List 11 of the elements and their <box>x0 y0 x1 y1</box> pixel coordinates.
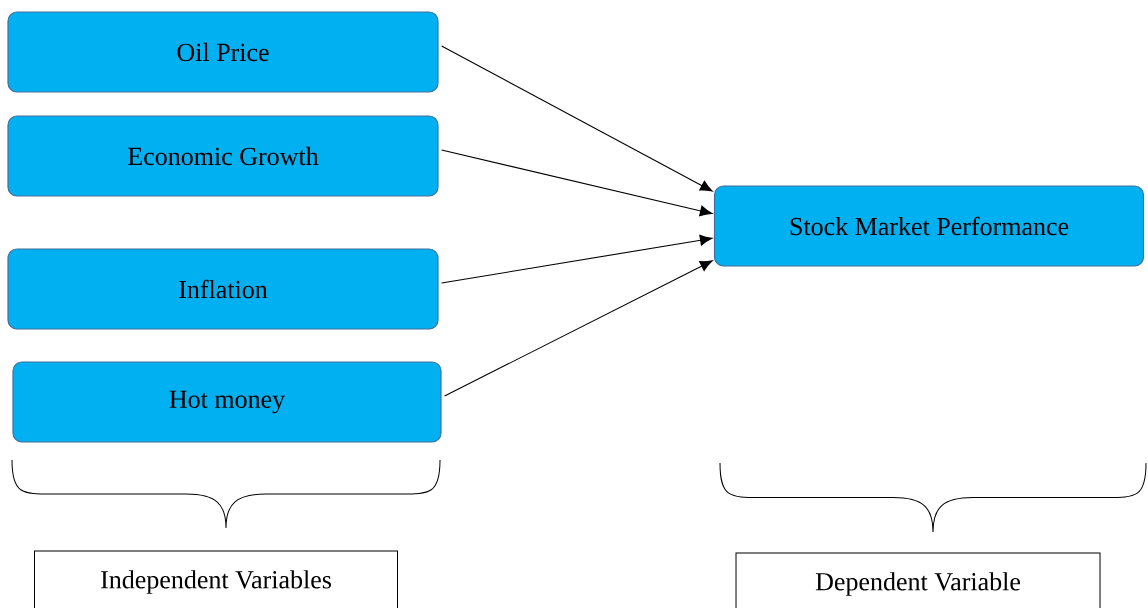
label-box: Independent Variables <box>34 550 398 608</box>
arrow <box>441 45 713 192</box>
variable-box: Inflation <box>7 248 439 330</box>
label-box: Dependent Variable <box>735 552 1101 608</box>
variable-box: Economic Growth <box>7 115 439 197</box>
variable-box: Oil Price <box>7 11 439 93</box>
variable-box: Hot money <box>12 361 442 443</box>
arrow <box>441 234 713 284</box>
arrow <box>444 260 713 397</box>
variable-box: Stock Market Performance <box>713 185 1145 267</box>
arrow <box>441 149 713 217</box>
